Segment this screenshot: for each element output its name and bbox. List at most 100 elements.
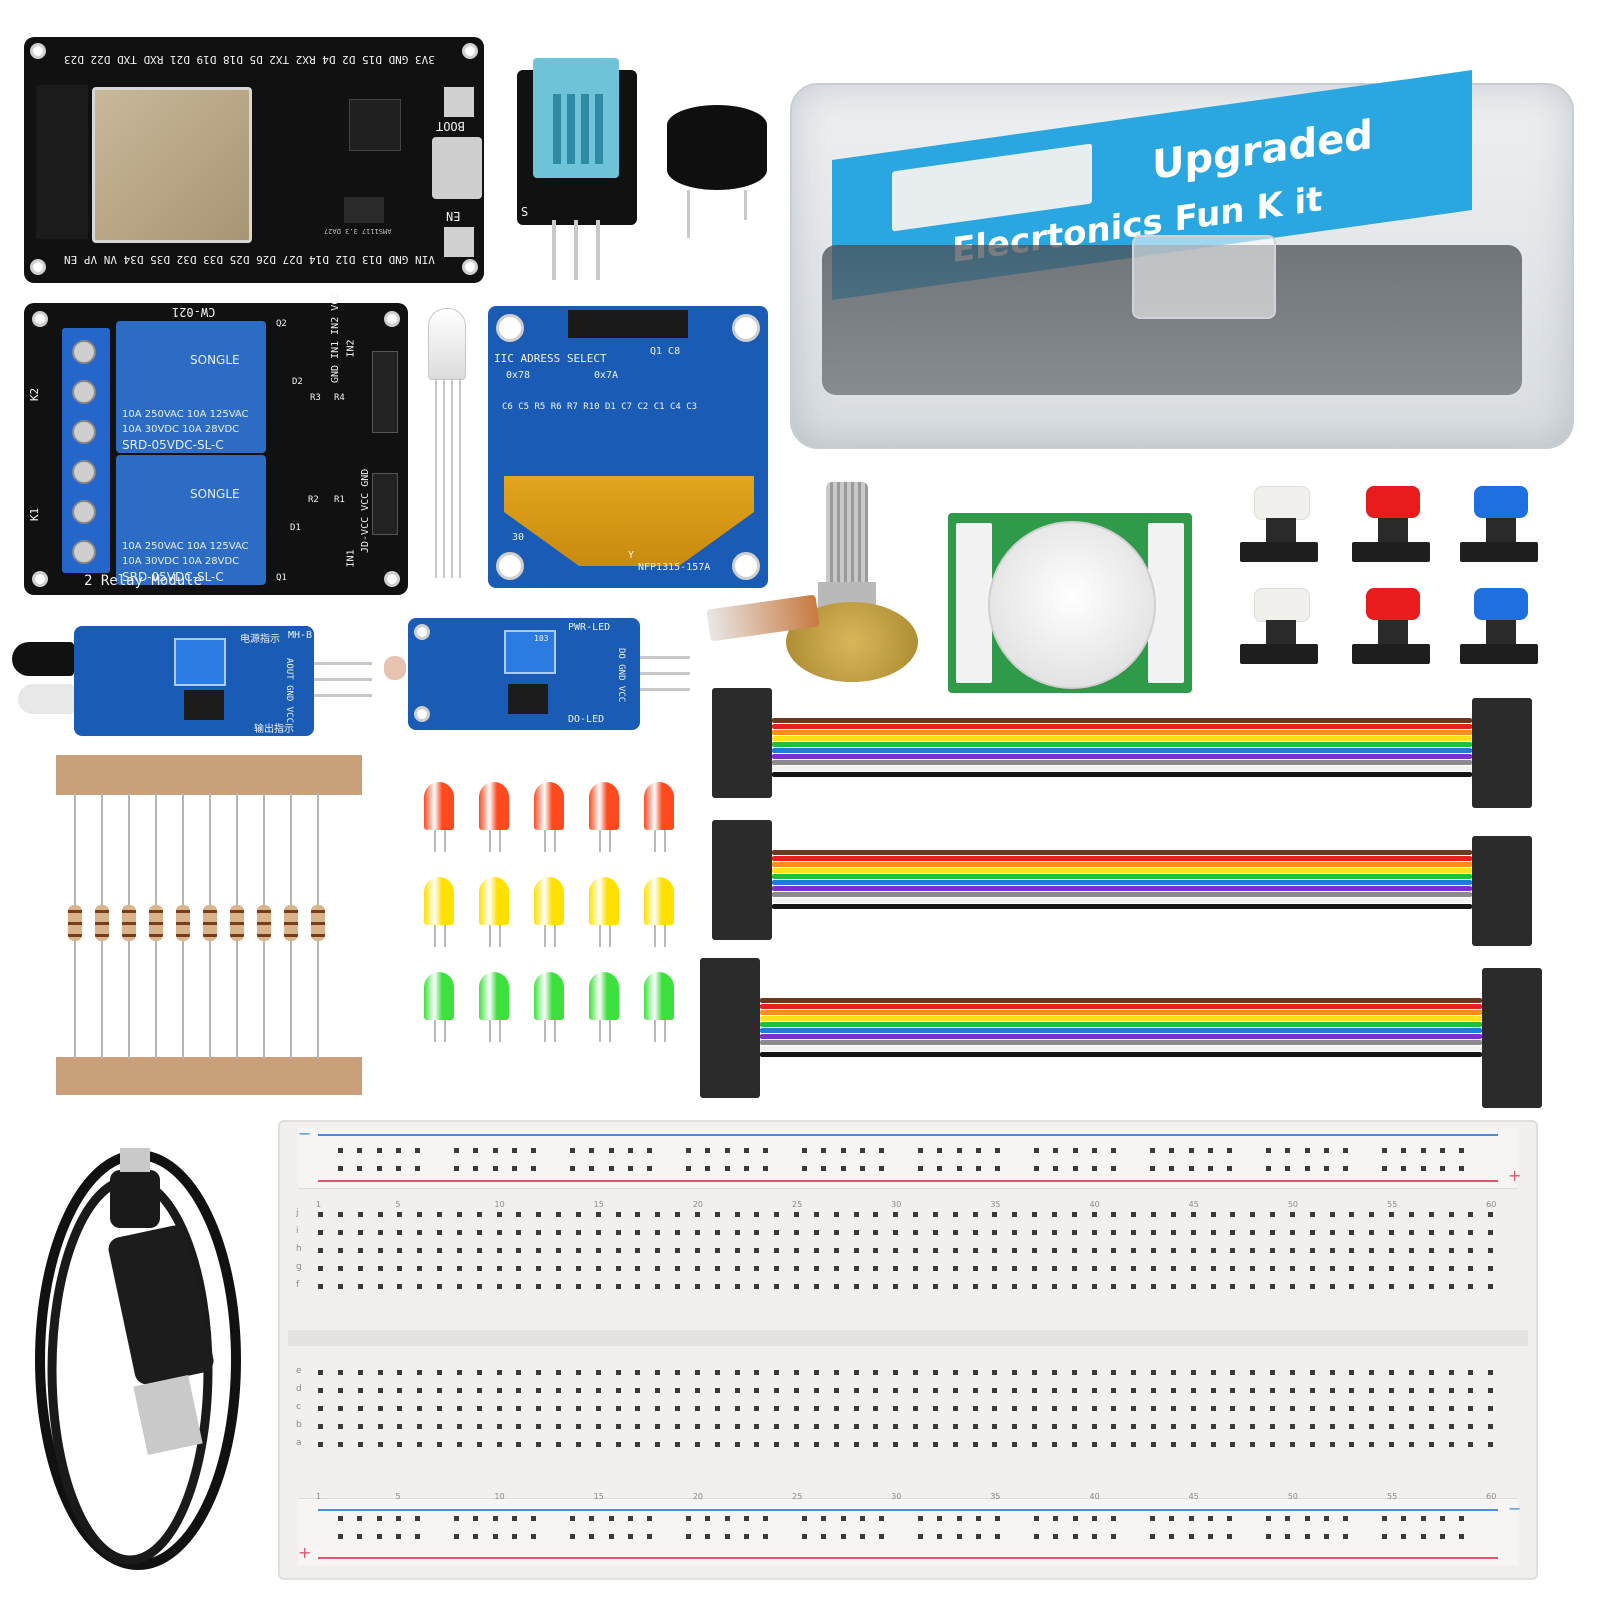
breadboard-hole [675,1370,680,1375]
breadboard-hole [1369,1388,1375,1393]
breadboard-hole [873,1248,879,1253]
jumper-wire [772,772,1472,777]
breadboard-hole [995,1166,1001,1171]
breadboard-hole [794,1370,799,1375]
breadboard-hole [556,1230,561,1235]
breadboard-hole [1051,1370,1057,1375]
breadboard-hole [595,1212,601,1217]
breadboard-hole [1428,1248,1434,1253]
column-number: 60 [1486,1492,1497,1501]
breadboard-hole [813,1424,819,1429]
breadboard-hole [1329,1266,1335,1271]
breadboard-hole [1032,1212,1037,1217]
breadboard-hole [686,1166,691,1171]
breadboard-hole [1190,1406,1196,1411]
connector-block-right [1482,968,1542,1108]
led-leg [489,925,491,947]
breadboard-hole [1420,1148,1426,1153]
resistor-body [68,905,82,941]
breadboard-hole [595,1248,601,1253]
header-pin [314,694,372,697]
breadboard-hole [794,1442,799,1447]
breadboard-hole [357,1516,363,1521]
breadboard-hole [615,1424,621,1429]
breadboard-hole [1151,1230,1156,1235]
breadboard-hole [635,1212,641,1217]
breadboard-hole [1401,1166,1407,1171]
breadboard-hole [754,1284,760,1289]
breadboard-hole [397,1284,403,1289]
breadboard-hole [456,1442,462,1447]
breadboard-hole [1468,1388,1474,1393]
breadboard-hole [813,1442,819,1447]
breadboard-hole [1459,1166,1465,1171]
breadboard-hole [1091,1406,1097,1411]
breadboard-hole [813,1266,819,1271]
breadboard-hole [1289,1212,1295,1217]
breadboard-hole [1468,1230,1474,1235]
oled-components-row: C6 C5 R5 R6 R7 R10 D1 C7 C2 C1 C4 C3 [502,402,698,412]
column-number: 25 [792,1492,803,1501]
breadboard-hole [932,1212,938,1217]
breadboard-hole [972,1370,978,1375]
breadboard-hole [794,1388,799,1393]
breadboard-hole [377,1248,383,1253]
resistor-body [230,905,244,941]
dht11-pin [596,220,600,280]
breadboard-hole [608,1534,614,1539]
breadboard-hole [1170,1406,1176,1411]
breadboard-hole [456,1248,462,1253]
breadboard-hole [476,1424,482,1429]
relay-jumper-labels: JD-VCC VCC GND [360,468,371,553]
breadboard-hole [1329,1230,1335,1235]
oled-y-label: Y [628,550,635,561]
breadboard-hole [608,1516,614,1521]
breadboard-hole [1111,1148,1117,1153]
resistor-body [284,905,298,941]
breadboard-hole [686,1516,691,1521]
breadboard-hole [635,1442,641,1447]
breadboard-hole [595,1406,601,1411]
breadboard-hole [575,1442,581,1447]
breadboard-hole [972,1406,978,1411]
breadboard-hole [556,1388,561,1393]
breadboard-hole [1349,1388,1355,1393]
breadboard-hole [744,1166,749,1171]
breadboard-hole [496,1370,502,1375]
breadboard-hole [516,1284,522,1289]
breadboard-hole [415,1516,421,1521]
breadboard-hole [1071,1406,1077,1411]
breadboard-hole [496,1230,502,1235]
column-number: 25 [792,1200,803,1209]
breadboard-hole [492,1148,498,1153]
breadboard-hole [686,1534,691,1539]
breadboard-hole [417,1212,423,1217]
breadboard-hole [1389,1230,1394,1235]
breadboard-hole [774,1388,780,1393]
breadboard-hole [1131,1248,1137,1253]
jumper-wire [760,1004,1482,1009]
breadboard-hole [417,1406,423,1411]
breadboard-hole [918,1166,923,1171]
relay-header-labels: GND IN1 IN2 VCC [330,292,341,383]
breadboard-hole [1250,1266,1256,1271]
breadboard-hole [976,1534,981,1539]
breadboard-hole [595,1424,601,1429]
flame-pins: AOUT GND VCC [284,658,294,724]
breadboard-hole [635,1424,641,1429]
breadboard-hole [1188,1516,1194,1521]
breadboard-hole [833,1424,839,1429]
led [644,877,674,925]
breadboard-hole [1468,1442,1474,1447]
breadboard-hole [853,1442,859,1447]
breadboard-hole [754,1212,760,1217]
breadboard-hole [763,1516,769,1521]
resistor-body [311,905,325,941]
breadboard-hole [694,1406,700,1411]
breadboard-hole [1428,1370,1434,1375]
breadboard-hole [1324,1148,1329,1153]
breadboard-hole [976,1148,981,1153]
led-leg [434,1020,436,1042]
breadboard-hole [536,1248,542,1253]
breadboard-hole [318,1442,323,1447]
